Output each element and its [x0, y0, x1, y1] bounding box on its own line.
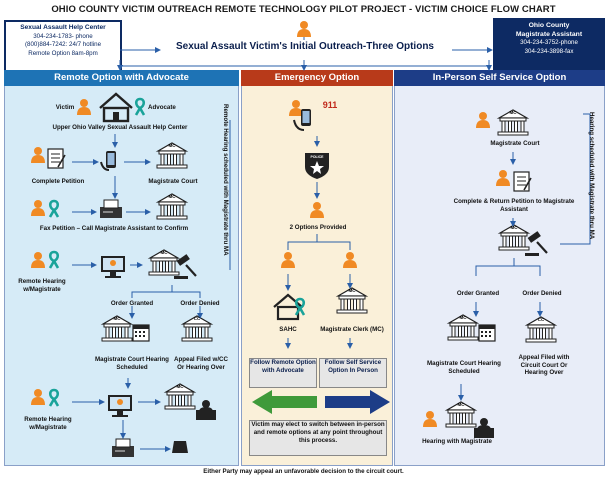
building-mc-label: MC — [349, 288, 357, 293]
ma-heading-county: Ohio County — [528, 22, 570, 29]
in-person-appeal-label: Appeal Filed with Circuit Court Or Heari… — [518, 354, 570, 376]
in-person-order-granted-label: Order Granted — [456, 290, 500, 297]
complete-return-petition-label: Complete & Return Petition to Magistrate… — [453, 198, 575, 213]
building-cc-label: CC — [538, 317, 545, 322]
follow-self-service-box: Follow Self Service Option In Person — [319, 358, 387, 388]
building-mc-label: MC — [169, 194, 177, 199]
in-person-column-header: In-Person Self Service Option — [394, 70, 605, 86]
remote-hearing-label-2: Remote Hearing w/Magistrate — [24, 416, 72, 431]
magistrate-court-label: Magistrate Court — [148, 178, 198, 185]
in-person-court-hearing-label: Magistrate Court Hearing Scheduled — [427, 360, 501, 375]
sahc-label: SAHC — [279, 326, 297, 333]
building-mc-label: MC — [161, 250, 169, 255]
complete-petition-label: Complete Petition — [31, 178, 85, 185]
help-center-phone: 304-234-1783- phone — [33, 32, 93, 40]
switch-options-note: Victim may elect to switch between in-pe… — [249, 420, 387, 456]
in-person-magistrate-court-label: Magistrate Court — [490, 140, 540, 147]
victim-label: Victim — [55, 104, 75, 111]
building-mc-label: MC — [169, 143, 177, 148]
building-mc-label: MC — [458, 402, 466, 407]
remote-column-header: Remote Option with Advocate — [4, 70, 239, 86]
ma-phone: 304-234-3752-phone — [520, 39, 578, 46]
hearing-with-magistrate-label: Hearing with Magistrate — [422, 438, 492, 445]
footer-note: Either Party may appeal an unfavorable d… — [203, 468, 404, 475]
advocate-label: Advocate — [148, 104, 176, 111]
remote-vertical-note: Remote Hearing scheduled with Magistrate… — [222, 104, 229, 256]
in-person-order-denied-label: Order Denied — [522, 290, 562, 297]
two-options-label: 2 Options Provided — [289, 224, 347, 231]
in-person-column — [394, 70, 605, 466]
police-badge-label: POLICE — [310, 155, 324, 159]
ma-fax: 304-234-3898-fax — [524, 47, 574, 55]
emergency-911-label: 911 — [322, 100, 338, 110]
building-mc-label: MC — [510, 110, 518, 115]
help-center-box: Sexual Assault Help Center 304-234-1783-… — [4, 20, 122, 72]
order-denied-label: Order Denied — [180, 300, 220, 307]
magistrate-clerk-label: Magistrate Clerk (MC) — [320, 326, 384, 333]
fax-petition-label: Fax Petition – Call Magistrate Assistant… — [39, 225, 189, 232]
appeal-filed-label: Appeal Filed w/CC Or Hearing Over — [174, 356, 228, 371]
in-person-vertical-note: Hearing scheduled with Magistrate thru M… — [588, 112, 595, 240]
building-mc-label: MC — [177, 384, 185, 389]
help-center-hours: Remote Option 8am-8pm — [28, 49, 98, 57]
remote-hearing-label: Remote Hearing w/Magistrate — [18, 278, 66, 293]
court-hearing-scheduled-label: Magistrate Court Hearing Scheduled — [95, 356, 169, 371]
ma-heading-title: Magistrate Assistant — [515, 30, 583, 38]
help-center-hotline: (800)884-7242: 24/7 hotline — [24, 41, 102, 48]
order-granted-label: Order Granted — [110, 300, 154, 307]
follow-remote-box: Follow Remote Option with Advocate — [249, 358, 317, 388]
outreach-label: Sexual Assault Victim's Initial Outreach… — [175, 41, 434, 52]
help-center-heading: Sexual Assault Help Center — [20, 24, 106, 31]
emergency-column-header: Emergency Option — [241, 70, 393, 86]
building-mc-label: MC — [511, 225, 519, 230]
help-center-label: Upper Ohio Valley Sexual Assault Help Ce… — [52, 124, 188, 131]
building-mc-label: MC — [460, 315, 468, 320]
building-cc-label: CC — [194, 316, 201, 321]
building-mc-label: MC — [114, 316, 122, 321]
page-title: OHIO COUNTY VICTIM OUTREACH REMOTE TECHN… — [51, 4, 556, 15]
